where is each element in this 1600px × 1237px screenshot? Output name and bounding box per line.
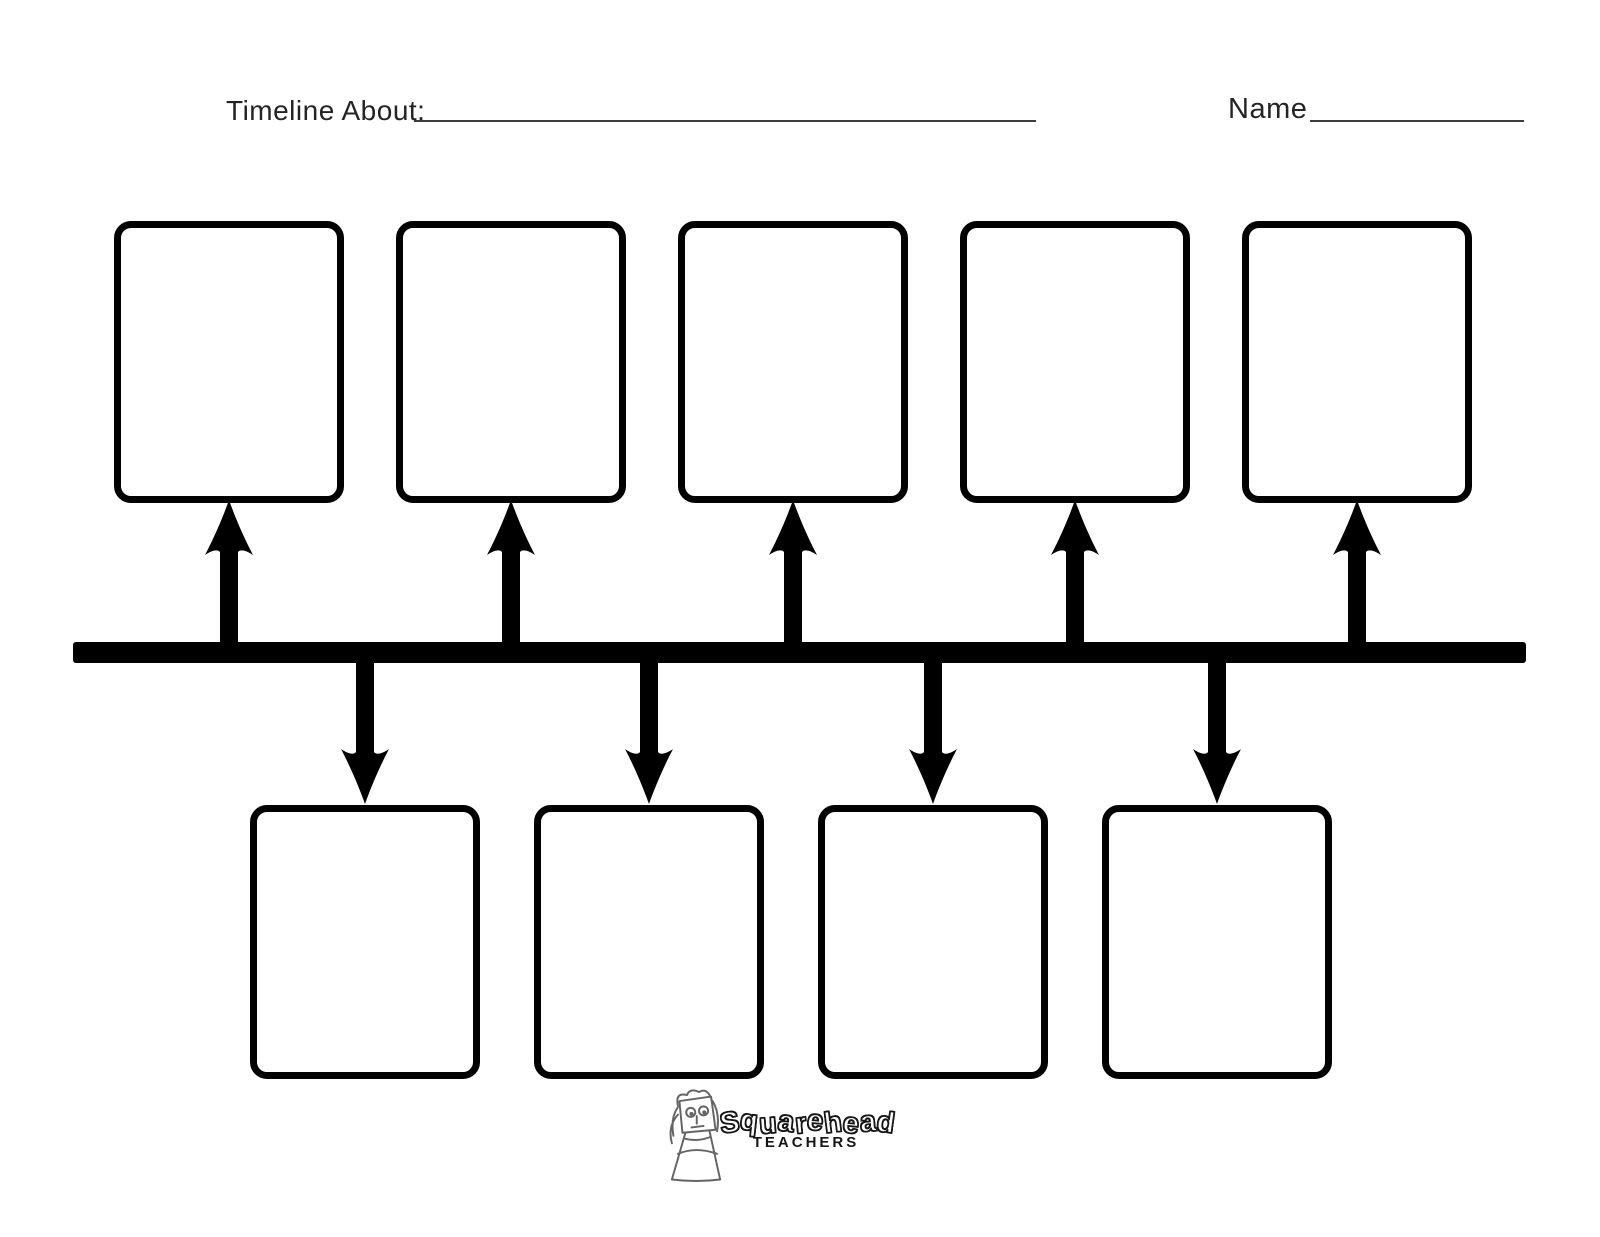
event-box-top-5 <box>1242 221 1472 503</box>
event-box-bottom-1 <box>250 805 480 1079</box>
logo: Squarehead TEACHERS <box>650 1082 910 1192</box>
timeline-bar <box>73 642 1526 663</box>
up-arrow-3 <box>769 500 817 647</box>
name-blank-line <box>1310 120 1524 122</box>
down-arrow-1 <box>341 658 389 804</box>
event-box-top-2 <box>396 221 626 503</box>
logo-subtitle-text: TEACHERS <box>752 1134 860 1151</box>
up-arrow-2 <box>487 500 535 647</box>
timeline-about-label: Timeline About: <box>226 95 426 126</box>
event-box-bottom-4 <box>1102 805 1332 1079</box>
name-label: Name <box>1228 93 1308 125</box>
event-box-bottom-3 <box>818 805 1048 1079</box>
down-arrow-3 <box>909 658 957 804</box>
timeline-about-blank-line <box>414 120 1036 122</box>
up-arrow-4 <box>1051 500 1099 647</box>
down-arrow-4 <box>1193 658 1241 804</box>
event-box-top-4 <box>960 221 1190 503</box>
event-box-bottom-2 <box>534 805 764 1079</box>
event-box-top-1 <box>114 221 344 503</box>
up-arrow-1 <box>205 500 253 647</box>
squarehead-teacher-doodle-icon <box>669 1089 722 1182</box>
up-arrow-5 <box>1333 500 1381 647</box>
down-arrow-2 <box>625 658 673 804</box>
event-box-top-3 <box>678 221 908 503</box>
